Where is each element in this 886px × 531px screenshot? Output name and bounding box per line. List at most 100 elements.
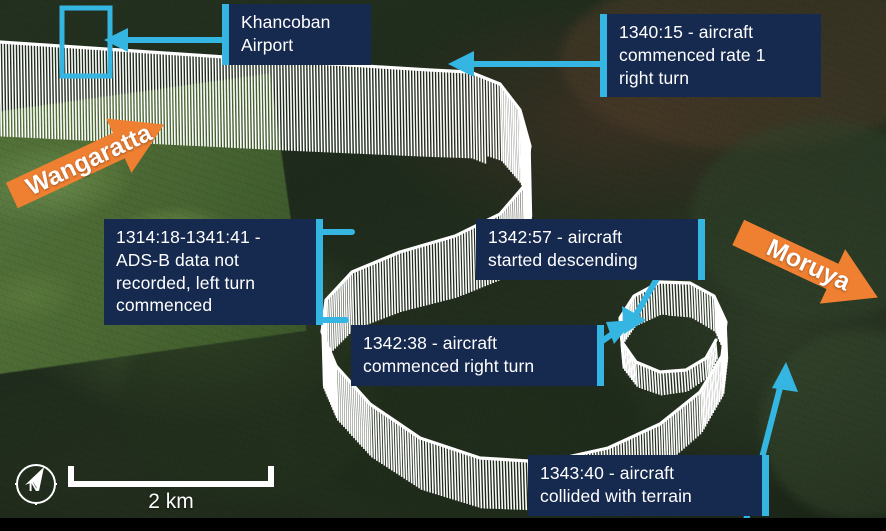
track-curtain-line [65,46,69,140]
track-curtain-line [451,71,455,158]
track-curtain-line [295,61,299,152]
track-curtain-line [321,333,325,389]
track-curtain-line [313,62,317,152]
track-curtain-line [415,247,419,308]
scale-bar-label: 2 km [148,490,194,513]
track-curtain-line [374,407,378,461]
track-curtain-line [298,61,302,152]
track-curtain-line [351,384,355,439]
track-curtain-line [714,367,718,408]
track-curtain-line [345,278,349,337]
track-curtain-line [690,283,694,319]
track-curtain-line [454,71,458,158]
track-curtain-line [701,360,705,381]
track-curtain-line [94,48,98,142]
track-curtain-line [509,459,513,510]
track-curtain-line [347,276,351,335]
track-curtain-line [720,357,724,397]
track-curtain-line [401,426,405,479]
track-curtain-line [343,64,347,154]
track-curtain-line [466,229,470,293]
track-curtain-line [332,358,336,413]
callout-1343-40[interactable]: 1343:40 - aircraft collided with terrain [528,455,769,516]
track-curtain-line [421,69,425,157]
track-curtain-line [491,458,495,509]
callout-1340-15[interactable]: 1340:15 - aircraft commenced rate 1 righ… [600,14,821,98]
track-curtain-line [407,249,411,310]
track-curtain-line [26,43,30,138]
track-curtain-line [356,269,360,328]
track-curtain-line [677,409,681,453]
callout-1342-38[interactable]: 1342:38 - aircraft commenced right turn [351,325,604,386]
track-curtain-line [459,451,463,503]
track-curtain-line [77,47,81,141]
callout-1314-18[interactable]: 1314:18-1341:41 - ADS-B data not recorde… [104,219,323,325]
track-curtain-line [640,363,644,389]
track-curtain-line [283,60,287,151]
track-curtain-line [208,55,212,147]
track-curtain-line [184,54,188,146]
track-curtain-line [706,380,710,422]
track-curtain-line [339,370,343,425]
track-curtain-line [319,63,323,153]
track-curtain-line [485,78,489,157]
track-curtain-line [220,56,224,148]
track-curtain-line [453,449,457,501]
track-curtain-line [409,431,413,484]
track-curtain-line [622,344,626,372]
track-curtain-line [433,70,437,158]
track-curtain-line [457,71,461,158]
track-curtain-line [494,458,498,509]
track-curtain-line [448,70,452,158]
track-curtain-line [14,42,18,138]
track-curtain-line [714,340,718,360]
track-curtain-line [469,71,473,159]
track-curtain-line [247,58,251,149]
track-curtain-line [340,64,344,154]
track-curtain-line [425,439,429,492]
track-curtain-line [361,65,365,155]
callout-khancoban-airport[interactable]: Khancoban Airport [222,4,371,65]
direction-arrow-wangaratta: Wangaratta [4,116,174,204]
track-curtain-line [669,282,673,317]
track-curtain-line [518,460,522,510]
track-curtain-line [709,351,713,371]
track-curtain-line [703,385,707,427]
track-curtain-line [430,441,434,494]
track-curtain-line [211,56,215,147]
track-curtain-line [103,48,107,142]
track-curtain-line [412,247,416,309]
svg-text:N: N [29,478,40,495]
callout-1342-57[interactable]: 1342:57 - aircraft started descending [476,219,705,280]
track-curtain-line [466,71,470,159]
track-curtain-line [477,75,481,162]
track-curtain-line [433,242,437,304]
track-curtain-line [334,363,338,419]
track-curtain-line [20,43,24,138]
track-curtain-line [508,96,512,173]
track-curtain-line [444,446,448,498]
track-curtain-line [717,362,721,403]
track-curtain-line [666,282,670,316]
track-curtain-line [517,108,521,183]
track-curtain-line [506,93,510,170]
track-curtain-line [474,74,478,161]
track-curtain-line [704,358,708,379]
track-curtain-line [488,79,492,158]
track-curtain-line [91,48,95,142]
track-curtain-line [681,405,685,449]
track-curtain-line [163,52,167,145]
track-curtain-line [232,57,236,149]
track-curtain-line [709,293,713,330]
track-curtain-line [715,299,719,337]
track-curtain-line [648,367,652,392]
track-curtain-line [418,69,422,157]
track-curtain-line [334,64,338,153]
scale-bar: 2 km [67,464,275,518]
track-curtain-line [337,287,341,345]
track-curtain-line [328,349,332,405]
track-curtain-line [627,351,631,378]
track-curtain-line [38,44,42,139]
track-curtain-line [361,395,365,450]
